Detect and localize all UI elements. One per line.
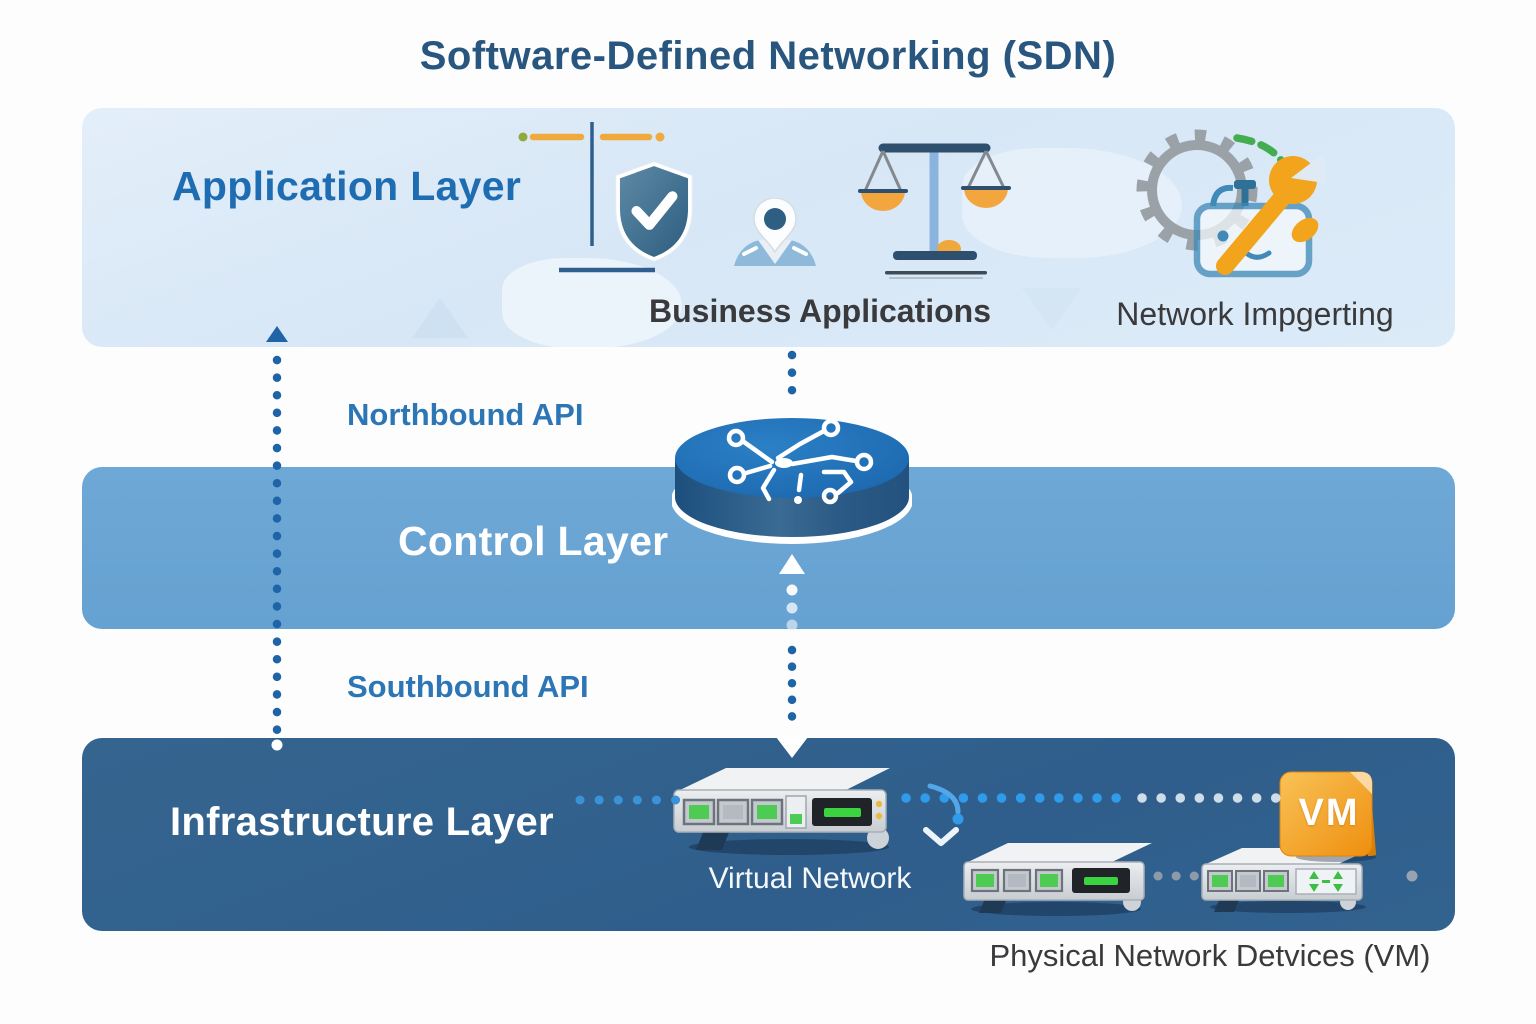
scales-icon — [858, 143, 1011, 279]
infrastructure-layer-label: Infrastructure Layer — [170, 800, 554, 844]
control-layer-label: Control Layer — [398, 518, 669, 564]
northbound-api-label: Northbound API — [347, 397, 584, 432]
southbound-api-label: Southbound API — [347, 669, 589, 704]
network-switch-icon — [963, 843, 1152, 916]
vm-badge: VM — [1298, 792, 1360, 834]
shield-check-icon — [615, 161, 693, 262]
user-icon — [734, 198, 816, 266]
vm-cube-icon — [1279, 771, 1376, 862]
gear-wrench-icon — [1136, 129, 1325, 278]
background-shape — [1022, 288, 1082, 330]
background-shape — [502, 258, 682, 348]
sdn-controller-disc-icon — [672, 418, 912, 544]
page-title: Software-Defined Networking (SDN) — [419, 34, 1117, 78]
network-switch-icon — [1201, 848, 1374, 913]
physical-devices-caption: Physical Network Detvices (VM) — [989, 938, 1431, 973]
application-layer-label: Application Layer — [172, 163, 522, 209]
network-switch-icon — [673, 768, 890, 855]
background-shape — [412, 298, 468, 338]
divider-lines-icon — [518, 122, 665, 273]
network-tools-caption: Network Impgerting — [1116, 296, 1394, 332]
business-applications-caption: Business Applications — [649, 293, 991, 329]
virtual-network-caption: Virtual Network — [708, 862, 912, 895]
